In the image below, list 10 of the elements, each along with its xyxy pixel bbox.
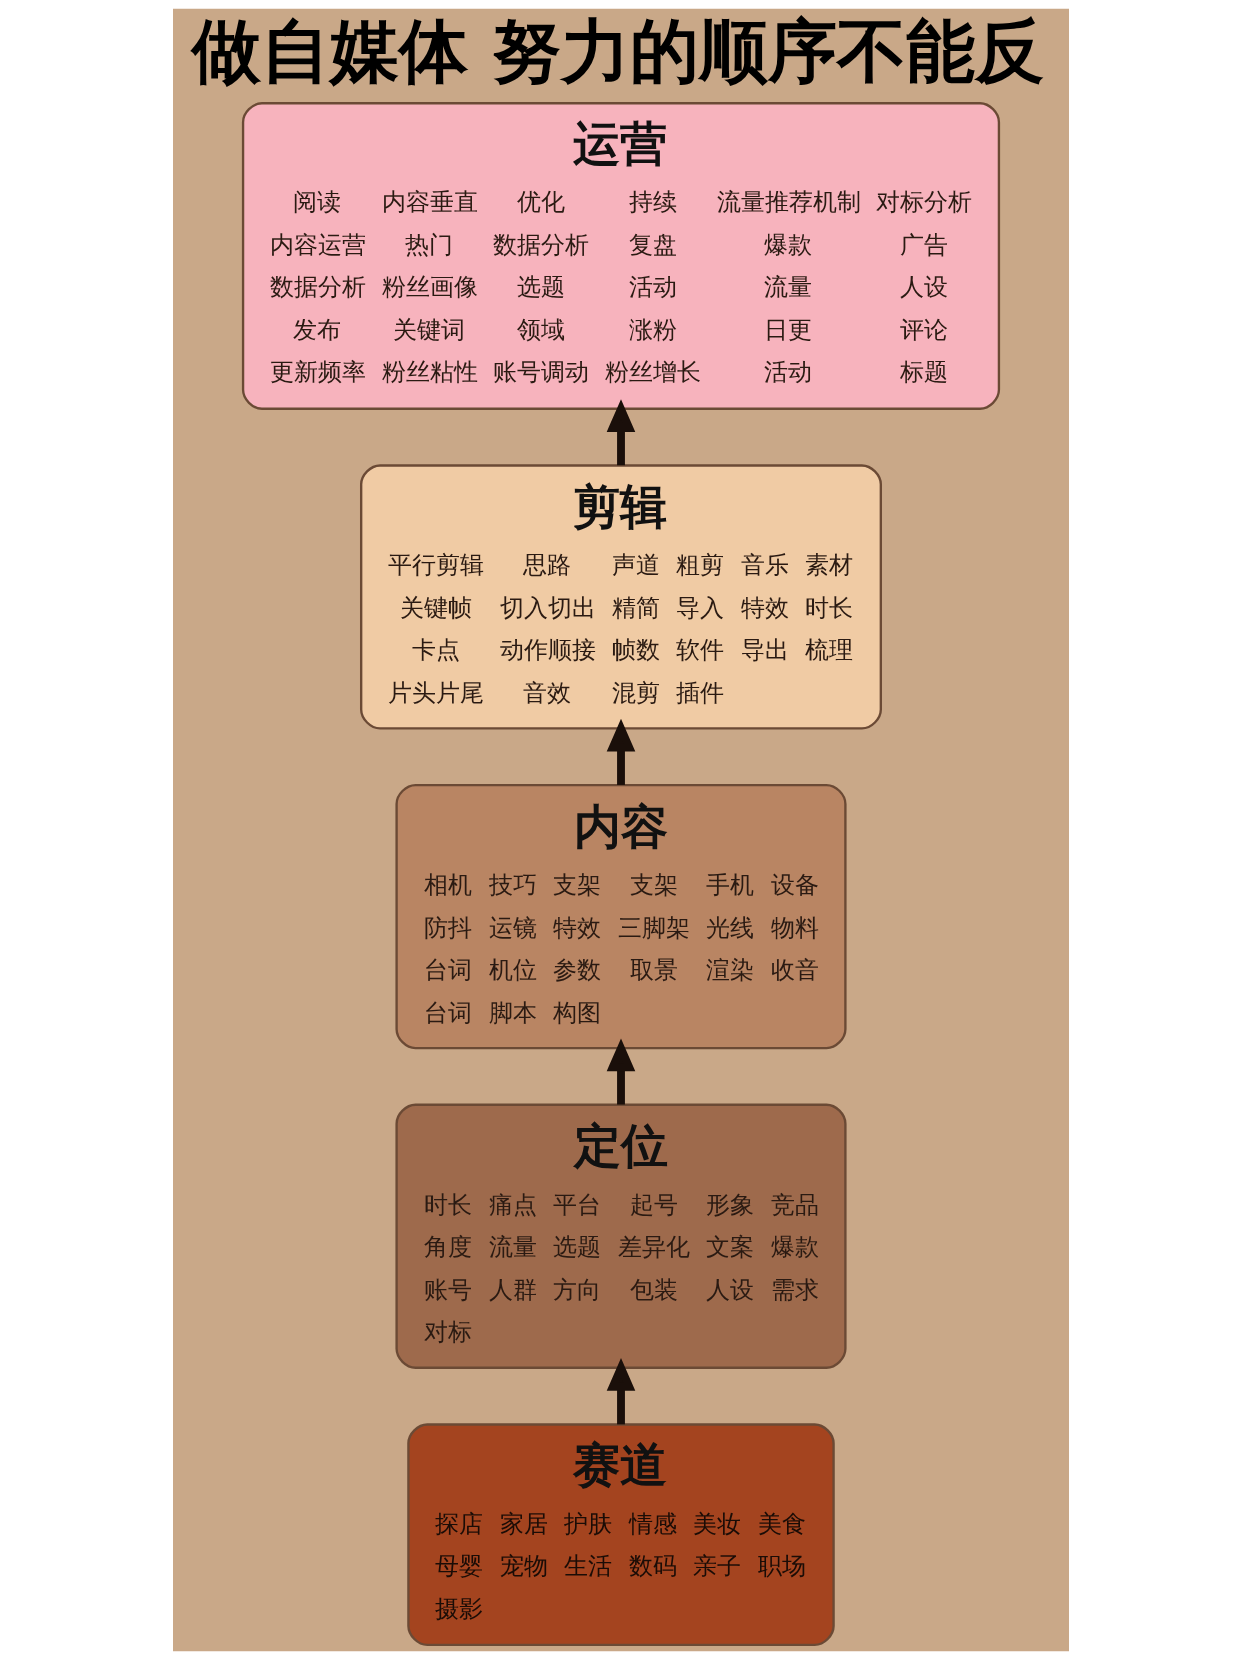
- arrow: [606, 1038, 636, 1105]
- node-box: 定位 时长 痛点 平台 起号 形象 竞品 角度 流量 选题 差异化 文案 爆款 账号 人群 方向 包装 人设 需求 对标: [395, 1103, 847, 1369]
- arrow: [606, 399, 636, 466]
- node-box: 剪辑 平行剪辑 思路 声道 粗剪 音乐 素材 关键帧 切入切出 精简 导入 特效 时长 卡点 动作顺接 帧数 软件 导出 梳理 片头片尾 音效 混剪 插件: [360, 464, 882, 730]
- arrow: [606, 718, 636, 785]
- arrow: [606, 1358, 636, 1425]
- node-box: 内容 相机 技巧 支架 支架 手机 设备 防抖 运镜 特效 三脚架 光线 物料 台词 机位 参数 取景 渲染 收音 台词 脚本 构图: [395, 783, 847, 1050]
- diagram-title: 做自媒体 努力的顺序不能反: [191, 11, 1045, 92]
- node-box: 运营 阅读 内容垂直 优化 持续 流量推荐机制 对标分析 内容运营 热门 数据分析 复盘 爆款 广告 数据分析 粉丝画像 选题 活动 流量 人设 发布 关键词 领域 涨粉 日更 评论 更新频率 粉丝粘性 账号调动 粉丝增长 活动 标题: [241, 102, 1001, 410]
- node-box: 赛道 探店 家居 护肤 情感 美妆 美食 母婴 宠物 生活 数码 亲子 职场 摄影: [407, 1423, 835, 1647]
